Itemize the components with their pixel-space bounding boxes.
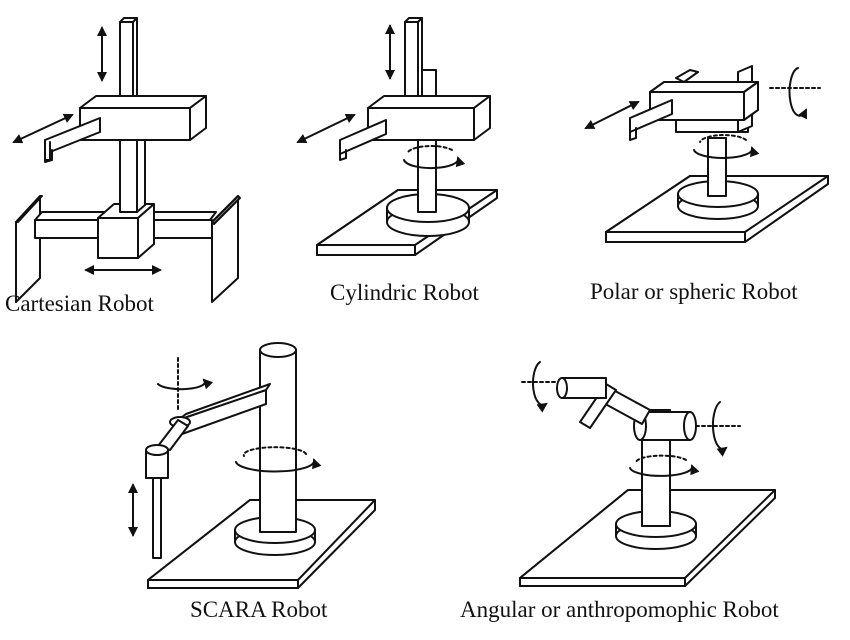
angular-robot (519, 361, 776, 587)
polar-robot (584, 65, 829, 243)
caption-angular-robot: Angular or anthropomophic Robot (460, 597, 779, 622)
scara-robot (128, 342, 376, 589)
cartesian-robot (12, 17, 241, 303)
caption-scara-robot: SCARA Robot (190, 597, 328, 622)
caption-polar-robot: Polar or spheric Robot (590, 279, 798, 304)
caption-cylindric-robot: Cylindric Robot (330, 280, 479, 305)
cylindric-robot (296, 17, 498, 256)
caption-cartesian-robot: Cartesian Robot (5, 291, 154, 316)
